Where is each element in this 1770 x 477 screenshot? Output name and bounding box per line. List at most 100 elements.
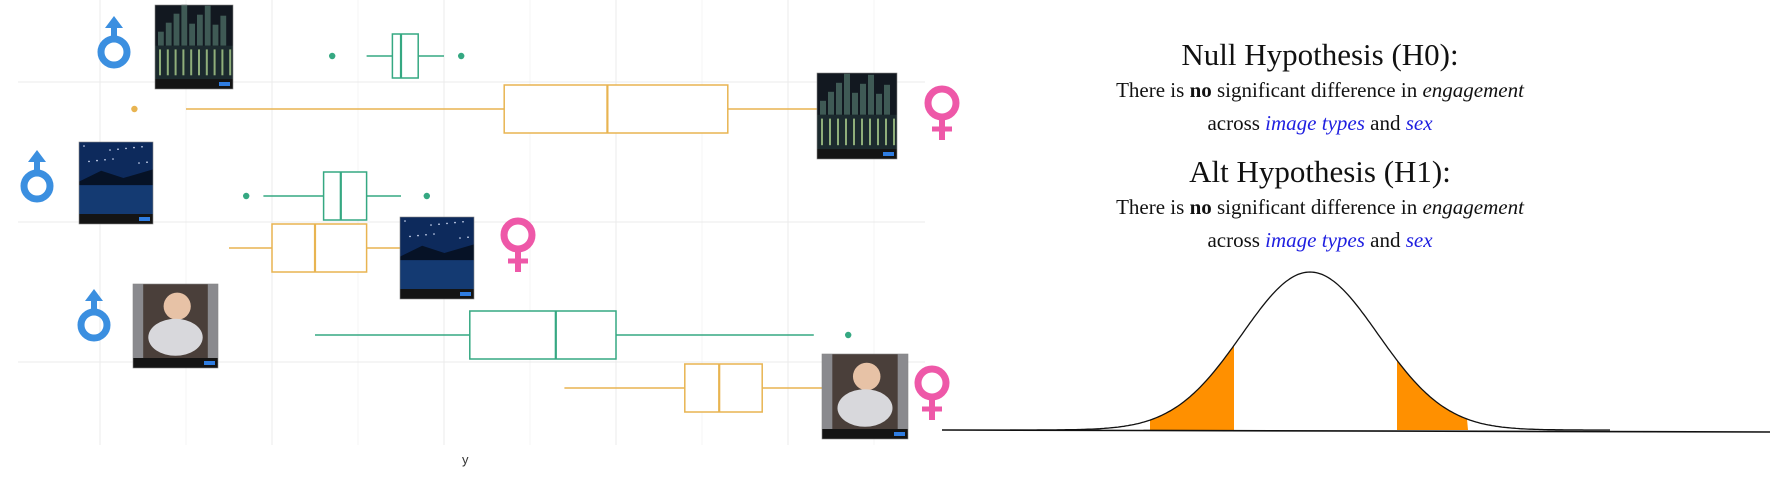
female-ring: [500, 217, 536, 253]
thumb-building: [852, 92, 858, 115]
thumb-building: [220, 15, 227, 46]
null-and: and: [1364, 111, 1406, 135]
thumb-reflection: [885, 118, 887, 146]
thumb-star: [88, 160, 90, 163]
null-hypothesis-line2: across image types and sex: [1030, 107, 1610, 140]
thumb-star: [138, 162, 140, 164]
thumb-star: [104, 159, 106, 161]
thumb-reflection: [869, 118, 871, 146]
thumb-reflection: [174, 49, 177, 76]
thumb-reflection: [190, 49, 193, 76]
thumb-building: [820, 100, 826, 115]
boxplot-marks: [131, 33, 874, 413]
outlier-point: [243, 192, 250, 200]
thumb-lake: [79, 185, 153, 214]
alt-text-mid: significant difference in: [1211, 195, 1423, 219]
thumb-toolbar-button: [139, 217, 150, 221]
outlier-point: [329, 52, 336, 60]
thumb-star: [117, 148, 119, 150]
baby-image-thumbnail: [132, 283, 219, 369]
thumb-star: [125, 147, 127, 150]
thumb-star: [446, 222, 448, 225]
male-arrowhead: [28, 150, 46, 162]
thumb-building: [844, 73, 850, 115]
thumb-frame: [154, 4, 234, 90]
thumb-building: [828, 91, 834, 115]
thumb-toolbar: [817, 149, 897, 159]
thumb-reflection: [166, 49, 169, 76]
thumb-toolbar-button: [460, 292, 471, 296]
right-tail-rejection-region: [1397, 360, 1468, 430]
thumb-reflection: [221, 49, 224, 76]
thumb-reflection: [861, 118, 863, 146]
thumb-building: [868, 74, 874, 115]
null-text-mid: significant difference in: [1211, 78, 1423, 102]
left-tail-rejection-region: [1150, 345, 1234, 430]
thumb-toolbar: [133, 358, 218, 368]
thumb-star: [417, 234, 419, 237]
thumb-toolbar-button: [204, 361, 215, 365]
thumb-toolbar: [79, 214, 153, 224]
thumb-reflection: [837, 118, 839, 146]
alt-term-sex: sex: [1405, 228, 1433, 252]
thumb-reflection: [182, 49, 185, 76]
alt-text-italic: engagement: [1422, 195, 1524, 219]
boxplot-male-2: [243, 171, 430, 221]
city-image-thumbnail: [816, 72, 898, 160]
thumb-star: [109, 149, 111, 151]
null-text-bold: no: [1189, 78, 1212, 102]
thumb-star: [454, 221, 456, 224]
null-hypothesis-title: Null Hypothesis (H0):: [1181, 37, 1459, 72]
null-line2-pre: across: [1207, 111, 1266, 135]
thumb-reflection: [229, 49, 232, 76]
image-thumbnails: [78, 4, 909, 440]
alt-hypothesis: Alt Hypothesis (H1): There is no signifi…: [1030, 153, 1610, 257]
thumb-mountain: [79, 169, 153, 186]
outlier-point: [131, 105, 138, 113]
female-symbol-icon: [914, 365, 950, 420]
thumb-building: [212, 24, 219, 46]
alt-hypothesis-title: Alt Hypothesis (H1):: [1189, 154, 1451, 189]
thumb-building: [876, 93, 882, 115]
female-ring: [914, 365, 950, 401]
thumb-star: [409, 235, 411, 238]
box-iqr: [322, 171, 368, 221]
thumb-reflection: [853, 118, 855, 146]
thumb-reflection: [198, 49, 200, 76]
thumb-building: [158, 31, 164, 46]
normal-distribution: [941, 271, 1770, 433]
alt-hypothesis-line1: There is no significant difference in en…: [1030, 191, 1610, 224]
thumb-building: [884, 84, 890, 115]
thumb-lake: [400, 260, 474, 289]
thumb-reflection: [159, 49, 161, 76]
boxplot-male-3: [315, 310, 852, 360]
thumb-building: [204, 5, 211, 46]
thumb-building: [836, 82, 842, 115]
male-ring: [77, 308, 111, 342]
thumb-frame: [821, 353, 909, 440]
thumb-star: [459, 237, 461, 239]
alt-text-bold: no: [1189, 195, 1212, 219]
city-image-thumbnail: [154, 4, 234, 90]
box-iqr: [391, 33, 419, 79]
thumb-star: [133, 146, 135, 149]
outlier-point: [845, 331, 852, 339]
thumb-star: [83, 145, 85, 147]
thumb-star: [433, 233, 435, 235]
null-text-italic: engagement: [1422, 78, 1524, 102]
thumb-reflection: [205, 49, 208, 76]
thumb-toolbar: [400, 289, 474, 299]
null-hypothesis: Null Hypothesis (H0): There is no signif…: [1030, 36, 1610, 140]
male-symbol-icon: [77, 289, 111, 342]
thumb-star: [467, 236, 469, 238]
sex-icons: [20, 16, 960, 420]
thumb-star: [112, 158, 114, 160]
alt-hypothesis-line2: across image types and sex: [1030, 224, 1610, 257]
thumb-face: [163, 292, 191, 320]
thumb-face: [852, 362, 881, 391]
null-term-sex: sex: [1405, 111, 1433, 135]
thumb-toolbar: [155, 79, 233, 89]
thumb-clothes: [148, 318, 203, 356]
thumb-building: [165, 22, 172, 46]
